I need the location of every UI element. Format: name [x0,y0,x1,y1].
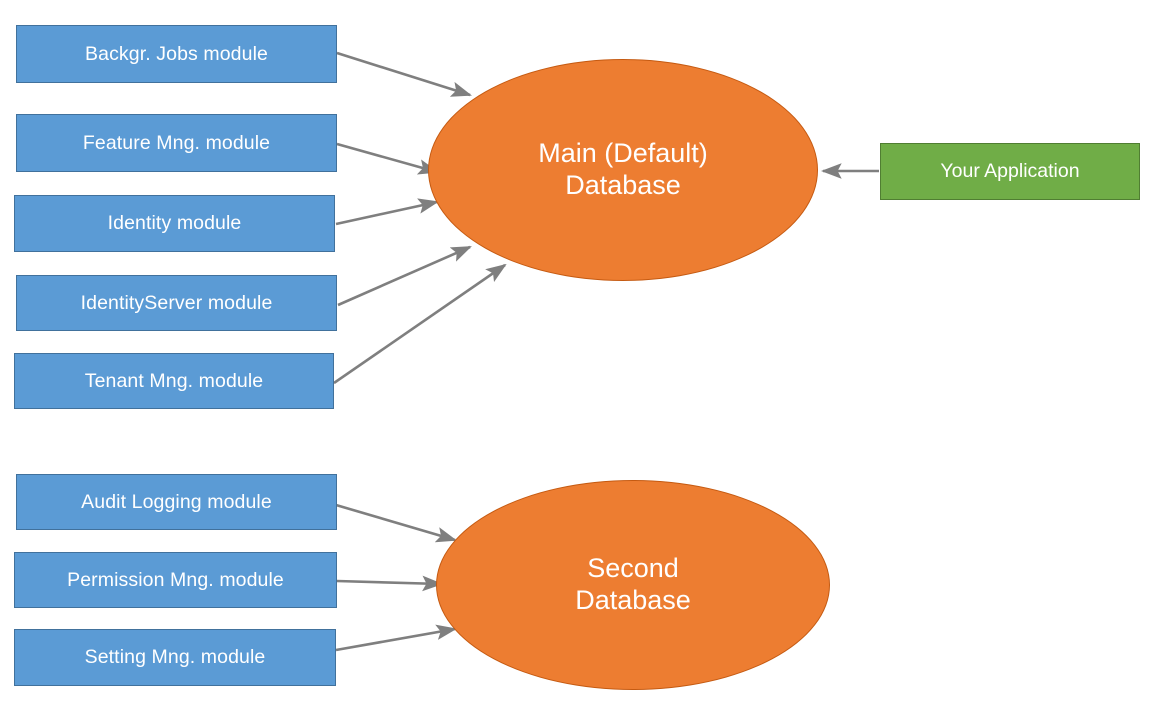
module-box-identityserver[interactable]: IdentityServer module [16,275,337,331]
application-box[interactable]: Your Application [880,143,1140,200]
connector-tenant-mng-to-main-db [333,263,507,385]
connector-permission-mng-to-second-db [336,575,444,592]
connector-identityserver-to-main-db [337,245,472,307]
connector-feature-mng-to-main-db [336,142,440,175]
module-box-setting-mng[interactable]: Setting Mng. module [14,629,336,686]
module-box-permission-mng[interactable]: Permission Mng. module [14,552,337,608]
module-label: IdentityServer module [80,291,273,314]
module-label: Backgr. Jobs module [85,42,268,65]
connector-audit-logging-to-second-db [335,503,457,543]
module-box-tenant-mng[interactable]: Tenant Mng. module [14,353,334,409]
module-label: Setting Mng. module [84,646,266,668]
module-box-backgr-jobs[interactable]: Backgr. Jobs module [16,25,337,83]
module-label: Feature Mng. module [82,131,271,154]
connector-backgr-jobs-to-main-db [336,51,472,97]
database-label-second: Second Database [437,553,829,617]
module-box-feature-mng[interactable]: Feature Mng. module [16,114,337,172]
database-label-line-2: Database [575,585,691,615]
connector-setting-mng-to-second-db [335,624,458,652]
module-box-identity[interactable]: Identity module [14,195,335,252]
database-label-line-2: Database [565,170,681,200]
application-label: Your Application [940,160,1080,182]
module-label: Permission Mng. module [67,568,284,591]
module-label: Audit Logging module [81,490,272,513]
database-node-main[interactable]: Main (Default) Database [428,59,818,281]
connector-identity-to-main-db [335,198,440,226]
module-label: Identity module [107,212,242,234]
module-box-audit-logging[interactable]: Audit Logging module [16,474,337,530]
database-label-line-1: Main (Default) [538,138,708,169]
database-label-main: Main (Default) Database [429,138,817,202]
database-node-second[interactable]: Second Database [436,480,830,690]
module-label: Tenant Mng. module [84,369,264,392]
database-label-line-1: Second [587,553,679,584]
